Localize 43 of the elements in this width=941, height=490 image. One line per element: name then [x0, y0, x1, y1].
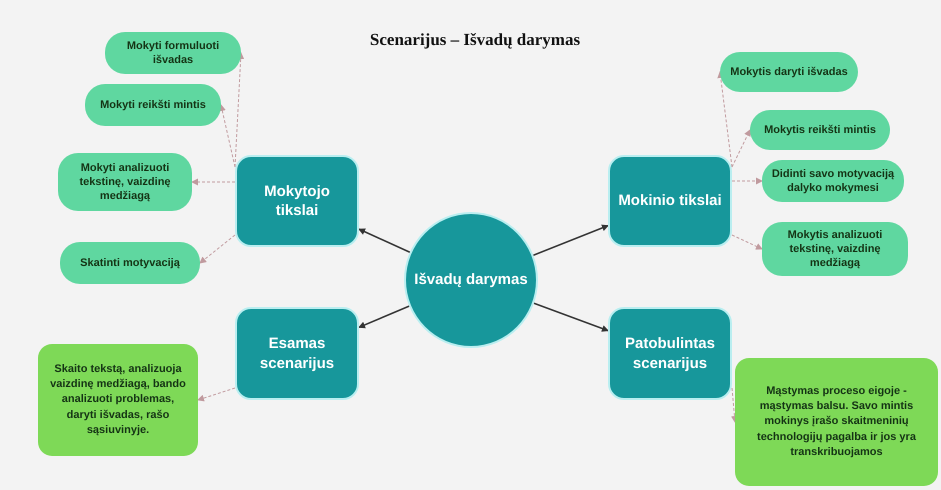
arrow [732, 178, 763, 184]
arrow [191, 178, 236, 186]
category-box [608, 307, 732, 400]
arrow [234, 52, 244, 168]
goal-pill [58, 153, 192, 211]
arrow [732, 129, 751, 168]
goal-pill [60, 242, 200, 284]
node-text: Mąstymas proceso eigoje - mąstymas balsu. Savo mintis mokinys įrašo skaitmeninių technologijų pagalba ir jos yra transkribuojamos [756, 384, 917, 460]
node-text: Mokinio tikslai [618, 191, 722, 211]
node-text: Mokyti analizuoti tekstinę, vaizdinę medžiagą [78, 160, 172, 204]
goal-pill [762, 160, 904, 202]
arrow [358, 228, 410, 253]
node-text: Skaito tekstą, analizuoja vaizdinę medžiagą, bando analizuoti problemas, daryti išvadas, rašo sąsiuvinyje. [49, 362, 187, 438]
arrow [358, 305, 410, 328]
category-box [608, 155, 732, 247]
node-text: Išvadų darymas [414, 270, 528, 290]
arrow [533, 224, 609, 256]
description-box [735, 358, 938, 486]
node-text: Patobulintas scenarijus [624, 334, 716, 373]
node-text: Didinti savo motyvaciją dalyko mokymesi [770, 166, 896, 196]
goal-pill [750, 110, 890, 150]
node-text: Mokyti reikšti mintis [100, 98, 206, 112]
description-box [38, 344, 198, 456]
node-text: Mokytis analizuoti tekstinę, vaizdinę medžiagą [786, 228, 884, 270]
node-text: Skatinti motyvaciją [80, 256, 180, 270]
goal-pill [85, 84, 221, 126]
arrow [717, 71, 732, 168]
goal-pill [720, 52, 858, 92]
category-box [235, 155, 359, 247]
node-text: Mokytis reikšti mintis [764, 122, 876, 138]
node-text: Mokytojo tikslai [263, 182, 331, 220]
arrow [199, 234, 236, 264]
diagram-title: Scenarijus – Išvadų darymas [368, 30, 582, 50]
arrow [218, 104, 236, 168]
arrow [534, 302, 609, 332]
node-text: Mokytis daryti išvadas [730, 64, 848, 80]
arrow [732, 234, 763, 250]
node-text: Mokyti formuluoti išvadas [126, 38, 220, 68]
goal-pill [105, 32, 241, 74]
arrow [197, 388, 236, 402]
category-box [235, 307, 359, 400]
node-text: Esamas scenarijus [258, 334, 336, 373]
goal-pill [762, 222, 908, 276]
